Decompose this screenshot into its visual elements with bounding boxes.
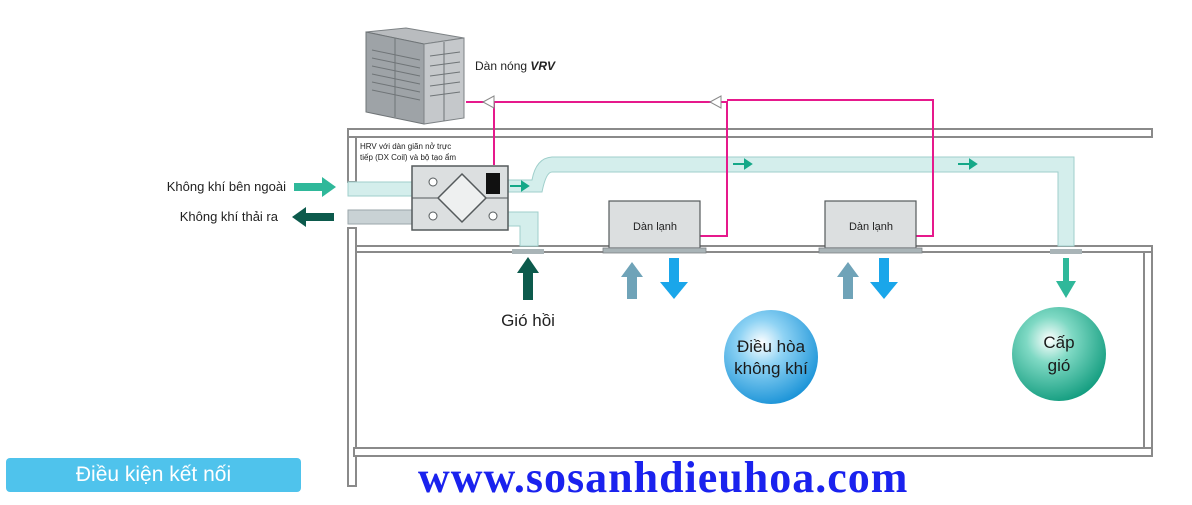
hrv-label-line1: HRV với dàn giãn nở trực [360,142,451,151]
ceiling-slab [353,245,1153,253]
watermark-url: www.sosanhdieuhoa.com [418,453,909,502]
pipe-check-valve-1 [481,95,495,109]
indoor-unit-2-body [824,200,917,249]
supply-air-duct [507,156,1075,247]
floor-slab [353,447,1153,457]
indoor-1-supply-arrow [660,258,688,299]
ac-circle [724,310,818,404]
indoor-unit-2-grille [818,247,923,254]
supply-circle-line1: Cấp [1043,333,1074,352]
exhaust-duct [347,209,413,225]
roof-slab [347,128,1153,138]
indoor-unit-1-label: Dàn lạnh [633,221,677,233]
hrv-unit [411,165,509,231]
return-grille [512,249,544,254]
indoor-unit-2-label: Dàn lạnh [849,221,893,233]
exhaust-air-label: Không khí thải ra [180,209,279,224]
hrv-fan-3 [488,211,498,221]
left-wall-lower [347,227,357,487]
pipe-return-main [727,99,934,237]
dx-coil [486,173,500,194]
duct-network [347,156,1082,254]
indoor-unit-1-grille [602,247,707,254]
duct-flow-arrow-3 [958,158,978,170]
return-air-label: Gió hồi [501,311,555,330]
outdoor-vrv-unit [365,27,465,125]
supply-circle [1012,307,1106,401]
pipe-check-valve-2 [708,95,722,109]
hrv-fan-2 [428,211,438,221]
return-air-arrow [517,257,539,300]
ac-circle-line2: không khí [734,359,808,378]
return-air-duct [507,211,539,247]
outdoor-air-arrow [294,177,336,197]
indoor-2-supply-arrow [870,258,898,299]
outdoor-air-label: Không khí bên ngoài [167,179,286,194]
duct-flow-arrow-1 [510,180,530,192]
duct-flow-arrow-2 [733,158,753,170]
heat-exchanger-core [436,172,488,224]
outdoor-unit-label: Dàn nóng VRV [475,59,556,73]
supply-grille [1050,249,1082,254]
right-wall [1143,251,1153,449]
connection-conditions-button[interactable]: Điều kiện kết nối [6,458,301,492]
indoor-1-return-arrow [621,262,643,299]
hrv-label-line2: tiếp (DX Coil) và bộ tạo ẩm [360,153,456,162]
indoor-unit-1 [602,200,707,254]
hrv-fan-1 [428,177,438,187]
supply-circle-line2: gió [1048,356,1071,375]
left-wall-upper [347,136,357,183]
exhaust-air-arrow [292,207,334,227]
building-structure [347,128,1153,487]
outdoor-intake-duct [347,181,413,197]
supply-air-arrow [1056,258,1076,298]
indoor-unit-1-body [608,200,701,249]
indoor-2-return-arrow [837,262,859,299]
indoor-unit-2 [818,200,923,254]
pipe-supply-main [494,101,728,237]
ac-circle-line1: Điều hòa [737,337,806,356]
